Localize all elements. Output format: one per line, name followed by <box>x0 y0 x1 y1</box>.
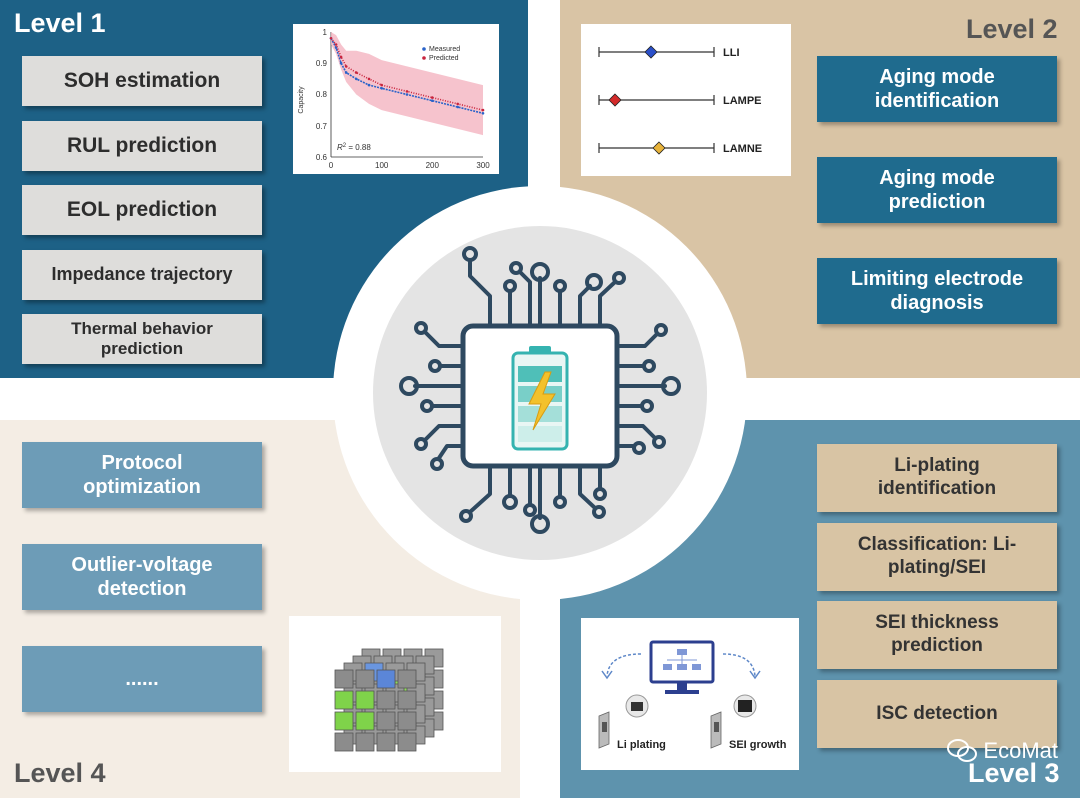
battery-chip-icon <box>399 246 681 534</box>
ytick-06: 0.6 <box>316 153 328 162</box>
ytick-09: 0.9 <box>316 59 328 68</box>
series-measured-point <box>367 83 371 87</box>
lamne-label: LAMNE <box>723 143 762 155</box>
series-predicted-point <box>380 83 383 87</box>
series-predicted-point <box>367 77 371 81</box>
sei-growth-label: SEI growth <box>729 739 787 751</box>
legend-measured: Measured <box>429 46 460 53</box>
series-predicted-point <box>339 55 343 59</box>
impedance-trajectory-box: Impedance trajectory <box>22 250 262 300</box>
right-arrow-icon <box>722 653 756 677</box>
li-plating-icon <box>598 694 649 749</box>
series-predicted-point <box>334 43 338 46</box>
legend-predicted: Predicted <box>429 55 459 62</box>
watermark-text: EcoMat <box>983 738 1058 763</box>
left-arrow-icon <box>606 653 642 677</box>
series-measured-point <box>405 93 409 96</box>
level2-title: Level 2 <box>966 14 1058 44</box>
watermark: EcoMat <box>947 738 1058 764</box>
li-plating-identification-box: Li-plating identification <box>817 444 1057 512</box>
r2-annotation: R2 = 0.88 <box>337 143 371 152</box>
isc-detection-box: ISC detection <box>817 680 1057 748</box>
ytick-07: 0.7 <box>316 122 328 131</box>
series-measured-point <box>481 112 485 115</box>
lampe-label: LAMPE <box>723 95 762 107</box>
xtick-300: 300 <box>476 161 490 170</box>
series-measured-point <box>431 99 434 102</box>
chart-ylabel: Capacity <box>298 86 305 114</box>
soh-estimation-box: SOH estimation <box>22 56 262 106</box>
data-cube-icon <box>334 648 444 752</box>
series-predicted-point <box>355 71 358 74</box>
lampe-marker <box>608 93 622 107</box>
wechat-icon <box>947 739 978 763</box>
outlier-voltage-detection-box: Outlier-voltage detection <box>22 544 262 610</box>
aging-mode-identification-box: Aging mode identification <box>817 56 1057 122</box>
level3-title: Level 3 <box>968 758 1060 788</box>
limiting-electrode-diagnosis-box: Limiting electrode diagnosis <box>817 258 1057 324</box>
sei-growth-icon <box>710 694 757 749</box>
lli-marker <box>644 45 658 59</box>
series-measured-point <box>380 87 383 90</box>
series-predicted-point <box>456 102 459 106</box>
series-predicted-point <box>329 37 333 40</box>
li-plating-label: Li plating <box>617 739 666 751</box>
prediction-band <box>331 32 483 136</box>
series-measured-point <box>339 61 343 65</box>
level4-title: Level 4 <box>14 758 106 788</box>
series-predicted-point <box>431 96 434 99</box>
data-cube-panel <box>289 616 501 772</box>
thermal-behavior-box: Thermal behavior prediction <box>22 314 262 364</box>
rul-prediction-box: RUL prediction <box>22 121 262 171</box>
lightning-icon <box>528 371 556 431</box>
ytick-08: 0.8 <box>316 90 328 99</box>
series-predicted-point <box>481 108 485 112</box>
aging-modes-panel: LLI LAMPE LAMNE <box>581 24 791 176</box>
eol-prediction-box: EOL prediction <box>22 185 262 235</box>
level1-title: Level 1 <box>14 8 106 38</box>
ytick-1: 1 <box>323 28 328 37</box>
classification-box: Classification: Li-plating/SEI <box>817 523 1057 591</box>
protocol-optimization-box: Protocol optimization <box>22 442 262 508</box>
xtick-0: 0 <box>329 161 334 170</box>
series-measured-point <box>456 105 459 109</box>
series-predicted-point <box>405 90 409 93</box>
series-measured-point <box>344 71 348 74</box>
lampe-row: LAMPE <box>598 93 762 107</box>
lli-label: LLI <box>723 47 740 59</box>
capacity-chart: Capacity 0.6 0.7 0.8 0.9 1 0 100 200 300… <box>298 28 490 170</box>
series-measured-point <box>355 77 358 81</box>
sei-thickness-prediction-box: SEI thickness prediction <box>817 601 1057 669</box>
lamne-marker <box>652 141 666 155</box>
series-predicted-point <box>344 65 348 68</box>
plating-sei-panel: Li plating SEI growth <box>581 618 799 770</box>
lli-row: LLI <box>598 45 740 59</box>
monitor-icon <box>649 640 715 694</box>
more-items-box: ...... <box>22 646 262 712</box>
lamne-row: LAMNE <box>598 141 762 155</box>
xtick-100: 100 <box>375 161 389 170</box>
capacity-chart-panel: Capacity 0.6 0.7 0.8 0.9 1 0 100 200 300… <box>293 24 499 174</box>
xtick-200: 200 <box>426 161 440 170</box>
aging-mode-prediction-box: Aging mode prediction <box>817 157 1057 223</box>
